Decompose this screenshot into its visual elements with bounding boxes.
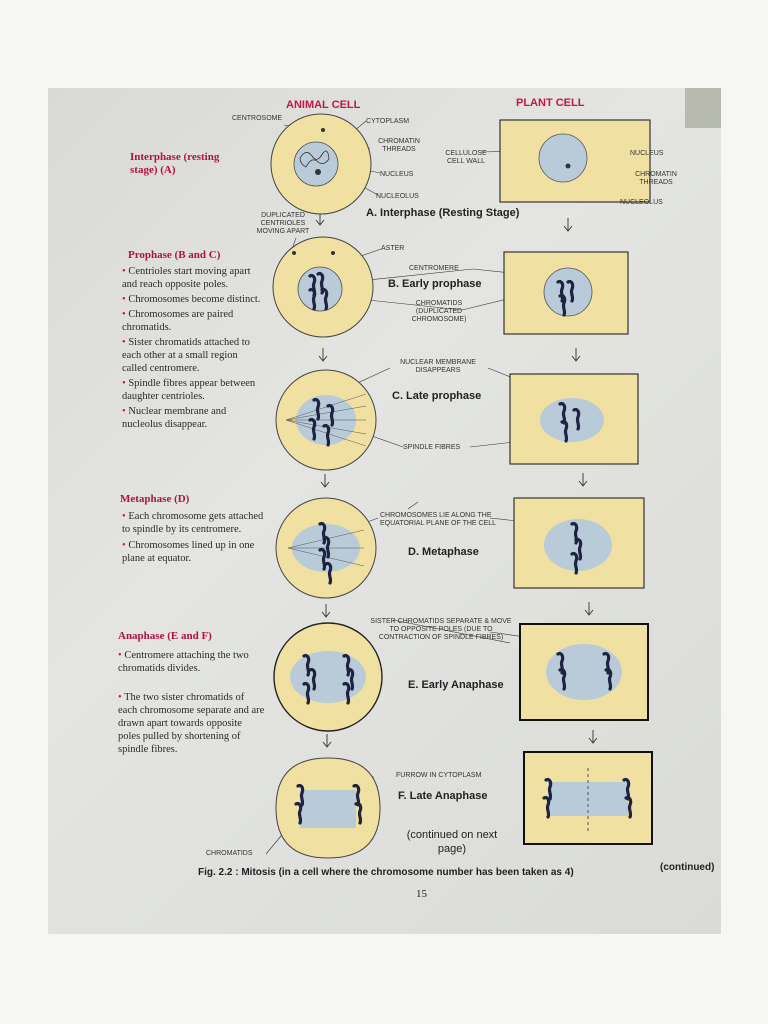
page-corner-shadow: [685, 88, 721, 128]
animal-cell-header: ANIMAL CELL: [286, 99, 361, 111]
label-cellulose-cell-wall: CELLULOSE CELL WALL: [445, 150, 487, 165]
label-chromatids-duplicated: CHROMATIDS (DUPLICATED CHROMOSOME): [411, 300, 467, 323]
stage-e-title: E. Early Anaphase: [408, 679, 504, 691]
label-plant-nucleus: NUCLEUS: [630, 150, 664, 157]
figure-caption: Fig. 2.2 : Mitosis (in a cell where the …: [198, 867, 574, 878]
label-chromatin-threads: CHROMATIN THREADS: [378, 138, 420, 153]
label-chromosomes-lie: CHROMOSOMES LIE ALONG THE EQUATORIAL PLA…: [380, 512, 497, 527]
plant-cell-header: PLANT CELL: [516, 97, 585, 109]
anaphase-bullet-2: The two sister chromatids of each chromo…: [118, 692, 265, 755]
section-metaphase: Metaphase (D): [120, 493, 190, 505]
label-plant-nucleolus: NUCLEOLUS: [620, 199, 663, 206]
mitosis-diagram: [265, 113, 653, 859]
stage-b-title: B. Early prophase: [388, 278, 482, 290]
anaphase-bullets: • Centromere attaching the two chromatid…: [118, 650, 265, 755]
label-nucleolus: NUCLEOLUS: [376, 193, 419, 200]
label-plant-chromatin: CHROMATIN THREADS: [635, 171, 677, 186]
animal-late-prophase-cell: [275, 369, 377, 471]
plant-metaphase-cell: [513, 497, 645, 589]
section-interphase: Interphase (resting stage) (A): [130, 151, 220, 176]
prophase-bullet-4: Sister chromatids attached to each other…: [122, 337, 250, 374]
continued-label: (continued): [660, 862, 715, 873]
metaphase-bullets: • Each chromosome gets attached to spind…: [122, 511, 264, 564]
label-cytoplasm: CYTOPLASM: [366, 118, 410, 125]
animal-early-prophase-cell: [272, 236, 374, 338]
label-nuclear-membrane: NUCLEAR MEMBRANE DISAPPEARS: [400, 359, 476, 374]
prophase-bullets: • Centrioles start moving apart and reac…: [122, 266, 261, 430]
animal-interphase-cell: [270, 113, 372, 215]
label-aster: ASTER: [381, 245, 405, 252]
label-chromatids: CHROMATIDS: [206, 850, 253, 857]
textbook-page: ANIMAL CELL PLANT CELL CENTROSOME CYTOPL…: [48, 88, 721, 934]
animal-late-anaphase-cell: [275, 757, 381, 859]
stage-a-title: A. Interphase (Resting Stage): [366, 207, 520, 219]
label-furrow: FURROW IN CYTOPLASM: [396, 772, 482, 779]
label-nucleus: NUCLEUS: [380, 171, 414, 178]
metaphase-bullet-1: Each chromosome gets attached to spindle…: [122, 511, 264, 535]
section-anaphase: Anaphase (E and F): [118, 630, 212, 642]
anaphase-bullet-1: Centromere attaching the two chromatids …: [118, 650, 249, 674]
stage-d-title: D. Metaphase: [408, 546, 479, 558]
prophase-bullet-2: Chromosomes become distinct.: [128, 294, 261, 305]
section-prophase: Prophase (B and C): [128, 249, 221, 261]
prophase-bullet-6: Nuclear membrane and nucleolus disappear…: [122, 406, 227, 430]
label-sister-chromatids: SISTER CHROMATIDS SEPARATE & MOVE TO OPP…: [370, 618, 512, 641]
plant-interphase-cell: [499, 119, 651, 203]
plant-early-prophase-cell: [503, 251, 629, 335]
label-centrosome: CENTROSOME: [232, 115, 283, 122]
prophase-bullet-3: Chromosomes are paired chromatids.: [122, 309, 234, 333]
plant-late-anaphase-cell: [523, 751, 653, 845]
metaphase-bullet-2: Chromosomes lined up in one plane at equ…: [122, 540, 255, 564]
page-number: 15: [416, 888, 427, 900]
label-duplicated-centrioles: DUPLICATED CENTRIOLES MOVING APART: [256, 212, 310, 235]
label-centromere: CENTROMERE: [409, 265, 459, 272]
prophase-bullet-1: Centrioles start moving apart and reach …: [122, 266, 251, 290]
plant-early-anaphase-cell: [519, 623, 649, 721]
continued-next-page: (continued on next page): [406, 829, 498, 855]
stage-c-title: C. Late prophase: [392, 390, 482, 402]
stage-f-title: F. Late Anaphase: [398, 790, 488, 802]
animal-metaphase-cell: [275, 497, 377, 599]
plant-late-prophase-cell: [509, 373, 639, 465]
prophase-bullet-5: Spindle fibres appear between daughter c…: [122, 378, 256, 402]
label-spindle-fibres: SPINDLE FIBRES: [403, 444, 461, 451]
animal-early-anaphase-cell: [273, 622, 383, 732]
